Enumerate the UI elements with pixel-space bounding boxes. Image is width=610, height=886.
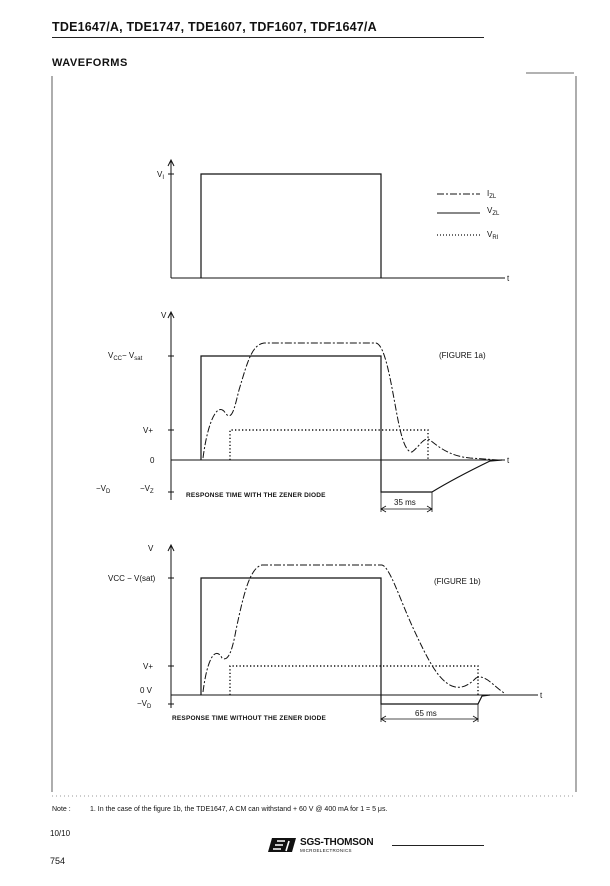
note-row: Note : 1. In the case of the figure 1b, t… bbox=[52, 806, 387, 813]
input-y-arrow bbox=[167, 158, 175, 167]
fig1b-zero-label: 0 V bbox=[140, 686, 153, 695]
legend: IZL VZL VRI bbox=[437, 189, 500, 241]
brand-tagline: MICROELECTRONICS bbox=[300, 848, 352, 853]
input-x-label: t bbox=[507, 274, 510, 283]
page-index: 10/10 bbox=[50, 829, 71, 838]
header-rule bbox=[52, 37, 484, 38]
section-title: WAVEFORMS bbox=[52, 57, 128, 69]
brand-name: SGS-THOMSON bbox=[300, 837, 374, 848]
fig1a-vcc-label: VCC− Vsat bbox=[108, 351, 143, 362]
fig1a-vzl-trace bbox=[200, 355, 503, 493]
fig1a-izl-trace bbox=[202, 342, 499, 461]
fig1a-vz-label: −VZ bbox=[140, 484, 154, 495]
fig1a-caption: RESPONSE TIME WITH THE ZENER DIODE bbox=[186, 492, 326, 499]
fig1b-y-axis-label: V bbox=[148, 544, 154, 553]
legend-vri-label: VRI bbox=[487, 230, 499, 241]
note-text: 1. In the case of the figure 1b, the TDE… bbox=[90, 806, 388, 813]
figure-1a: V VCC− Vsat V+ 0 −VD −VZ t (FIGURE 1a) R… bbox=[96, 310, 510, 513]
fig1a-y-axis-label: V bbox=[161, 311, 167, 320]
page-header: TDE1647/A, TDE1747, TDE1607, TDF1607, TD… bbox=[52, 20, 377, 34]
fig1b-vd-label: −VD bbox=[137, 699, 152, 710]
fig1b-vzl-trace bbox=[200, 577, 491, 705]
fig1b-figure-label: (FIGURE 1b) bbox=[434, 577, 481, 586]
fig1b-vplus-label: V+ bbox=[143, 662, 153, 671]
fig1a-x-label: t bbox=[507, 456, 510, 465]
fig1a-duration-label: 35 ms bbox=[394, 498, 416, 507]
fig1a-vri-trace bbox=[229, 429, 429, 460]
page-number: 754 bbox=[50, 856, 66, 866]
fig1b-izl-trace bbox=[202, 564, 505, 694]
fig1a-figure-label: (FIGURE 1a) bbox=[439, 351, 486, 360]
fig1b-duration-label: 65 ms bbox=[415, 709, 437, 718]
fig1b-caption: RESPONSE TIME WITHOUT THE ZENER DIODE bbox=[172, 715, 326, 722]
input-pulse bbox=[200, 173, 382, 278]
fig1b-x-label: t bbox=[540, 691, 543, 700]
input-y-label: VI bbox=[157, 170, 164, 181]
fig1b-vcc-label: VCC − V(sat) bbox=[108, 574, 156, 583]
figure-1b: V VCC − V(sat) V+ 0 V −VD t (FIGURE 1b) … bbox=[108, 543, 543, 723]
note-label: Note : bbox=[52, 806, 71, 813]
fig1a-zero-label: 0 bbox=[150, 456, 155, 465]
legend-vzl-label: VZL bbox=[487, 206, 500, 217]
input-plot: VI t bbox=[157, 158, 510, 283]
footer-rule bbox=[392, 845, 484, 846]
st-logo-icon bbox=[268, 838, 296, 852]
fig1a-vplus-label: V+ bbox=[143, 426, 153, 435]
legend-izl-label: IZL bbox=[487, 189, 497, 200]
fig1a-vd-label: −VD bbox=[96, 484, 111, 495]
fig1b-vri-trace bbox=[229, 665, 479, 695]
